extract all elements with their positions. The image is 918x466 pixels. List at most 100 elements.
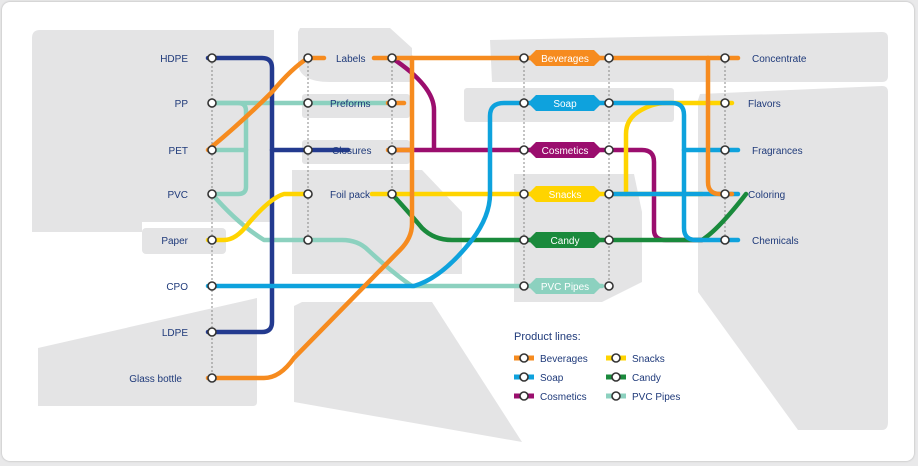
node-pp bbox=[207, 98, 217, 108]
region-bottom-left bbox=[38, 298, 257, 406]
pill-beverages bbox=[528, 50, 602, 66]
region-closures bbox=[302, 140, 410, 164]
node-ldpe bbox=[207, 327, 217, 337]
material-labels: HDPE PP PET PVC Paper CPO LDPE Glass bot… bbox=[129, 54, 188, 385]
node-closures-b bbox=[387, 145, 397, 155]
label-ldpe: LDPE bbox=[162, 328, 188, 339]
node-chemicals bbox=[720, 235, 730, 245]
node-cos-r bbox=[604, 145, 614, 155]
node-snacks-r bbox=[604, 189, 614, 199]
node-hdpe bbox=[207, 53, 217, 63]
svg-text:Soap: Soap bbox=[540, 373, 564, 384]
node-closures-a bbox=[303, 145, 313, 155]
node-bev-l bbox=[519, 53, 529, 63]
legend-item-candy: Candy bbox=[606, 372, 661, 384]
node-foil-b bbox=[387, 189, 397, 199]
pill-soap bbox=[528, 95, 602, 111]
node-glass bbox=[207, 373, 217, 383]
region-right bbox=[698, 86, 888, 430]
label-cpo: CPO bbox=[166, 282, 188, 293]
node-preforms-b bbox=[387, 98, 397, 108]
node-cpo bbox=[207, 281, 217, 291]
pill-pvc-pipes bbox=[528, 278, 602, 294]
product-labels: Beverages Soap Cosmetics Snacks Candy PV… bbox=[541, 54, 589, 293]
node-labels-b bbox=[387, 53, 397, 63]
node-fragrances bbox=[720, 145, 730, 155]
label-chemicals: Chemicals bbox=[752, 236, 799, 247]
legend-item-beverages: Beverages bbox=[514, 353, 588, 365]
node-pvc-l bbox=[519, 281, 529, 291]
node-bev-r bbox=[604, 53, 614, 63]
pill-candy bbox=[528, 232, 602, 248]
label-pvc-pipes: PVC Pipes bbox=[541, 282, 589, 293]
node-candy-l bbox=[519, 235, 529, 245]
pill-cosmetics bbox=[528, 142, 602, 158]
label-preforms: Preforms bbox=[330, 99, 371, 110]
svg-text:Snacks: Snacks bbox=[632, 354, 665, 365]
dotted-columns bbox=[211, 58, 726, 378]
label-cosmetics: Cosmetics bbox=[542, 146, 589, 157]
node-flavors bbox=[720, 98, 730, 108]
label-pvc: PVC bbox=[167, 190, 188, 201]
label-concentrate: Concentrate bbox=[752, 54, 807, 65]
region-bottom-center bbox=[294, 302, 522, 442]
label-soap: Soap bbox=[553, 99, 577, 110]
node-paper bbox=[207, 235, 217, 245]
node-concentrate bbox=[720, 53, 730, 63]
region-center-mid bbox=[302, 94, 410, 118]
node-soap-l bbox=[519, 98, 529, 108]
line-soap bbox=[205, 100, 741, 289]
node-cos-l bbox=[519, 145, 529, 155]
line-bev-vertical bbox=[205, 55, 415, 381]
node-pvc bbox=[207, 189, 217, 199]
node-pvc-mid bbox=[303, 235, 313, 245]
region-left bbox=[32, 30, 274, 232]
svg-text:PVC Pipes: PVC Pipes bbox=[632, 392, 680, 403]
label-pp: PP bbox=[175, 99, 189, 110]
station-nodes bbox=[207, 53, 730, 383]
node-candy-r bbox=[604, 235, 614, 245]
legend-title: Product lines: bbox=[514, 331, 581, 343]
region-paper bbox=[142, 228, 226, 254]
label-labels: Labels bbox=[336, 54, 365, 65]
node-preforms-a bbox=[303, 98, 313, 108]
node-pet bbox=[207, 145, 217, 155]
product-pills bbox=[528, 50, 602, 294]
node-foil-a bbox=[303, 189, 313, 199]
legend-item-soap: Soap bbox=[514, 372, 564, 384]
label-paper: Paper bbox=[161, 236, 188, 247]
node-coloring bbox=[720, 189, 730, 199]
svg-text:Candy: Candy bbox=[632, 373, 661, 384]
node-soap-r bbox=[604, 98, 614, 108]
line-bev-right bbox=[705, 55, 735, 197]
legend: Product lines: Beverages Snacks Soap Can… bbox=[514, 331, 680, 403]
pill-snacks bbox=[528, 186, 602, 202]
line-pvc-main bbox=[209, 191, 605, 289]
label-foil-pack: Foil pack bbox=[330, 190, 371, 201]
label-glass-bottle: Glass bottle bbox=[129, 374, 182, 385]
label-pet: PET bbox=[169, 146, 188, 157]
diagram-frame: HDPE PP PET PVC Paper CPO LDPE Glass bot… bbox=[2, 2, 914, 461]
label-flavors: Flavors bbox=[748, 99, 781, 110]
label-beverages: Beverages bbox=[541, 54, 589, 65]
legend-item-snacks: Snacks bbox=[606, 353, 665, 365]
line-hdpe-ldpe bbox=[205, 55, 275, 335]
svg-text:Cosmetics: Cosmetics bbox=[540, 392, 587, 403]
component-labels: Labels Preforms Closures Foil pack bbox=[330, 54, 371, 201]
label-candy: Candy bbox=[551, 236, 580, 247]
label-fragrances: Fragrances bbox=[752, 146, 803, 157]
node-labels-a bbox=[303, 53, 313, 63]
label-snacks: Snacks bbox=[549, 190, 582, 201]
market-labels: Concentrate Flavors Fragrances Coloring … bbox=[748, 54, 807, 247]
legend-item-cosmetics: Cosmetics bbox=[514, 391, 587, 403]
label-closures: Closures bbox=[332, 146, 371, 157]
node-pvc-r bbox=[604, 281, 614, 291]
line-snacks-paper bbox=[205, 191, 311, 243]
line-bev-pet-labels bbox=[205, 55, 327, 153]
supply-chain-map: HDPE PP PET PVC Paper CPO LDPE Glass bot… bbox=[32, 28, 888, 442]
node-snacks-l bbox=[519, 189, 529, 199]
svg-text:Beverages: Beverages bbox=[540, 354, 588, 365]
label-coloring: Coloring bbox=[748, 190, 785, 201]
label-hdpe: HDPE bbox=[160, 54, 188, 65]
legend-item-pvc-pipes: PVC Pipes bbox=[606, 391, 680, 403]
